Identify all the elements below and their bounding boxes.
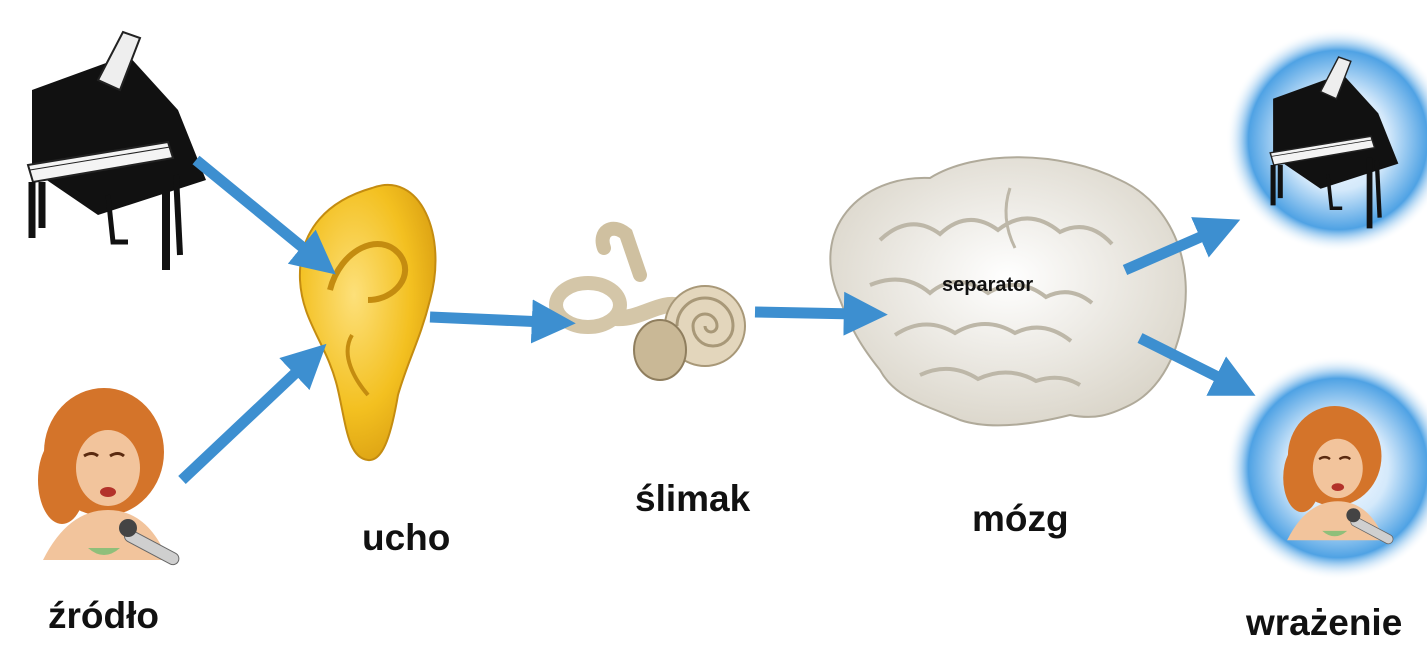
piano-icon	[28, 32, 206, 270]
arrow-ear-to-cochlea	[430, 317, 545, 322]
cochlea-label: ślimak	[635, 478, 750, 520]
ear-label: ucho	[362, 517, 450, 559]
perception-label: wrażenie	[1246, 602, 1402, 644]
cochlea-icon	[556, 229, 745, 380]
arrow-piano-to-ear	[196, 160, 312, 255]
source-label: źródło	[48, 595, 159, 637]
ear-icon	[300, 185, 436, 460]
arrow-singer-to-ear	[182, 365, 304, 480]
brain-label: mózg	[972, 498, 1069, 540]
arrow-cochlea-to-brain	[755, 312, 857, 314]
separator-label: separator	[942, 274, 1033, 297]
singer-icon	[38, 388, 181, 567]
